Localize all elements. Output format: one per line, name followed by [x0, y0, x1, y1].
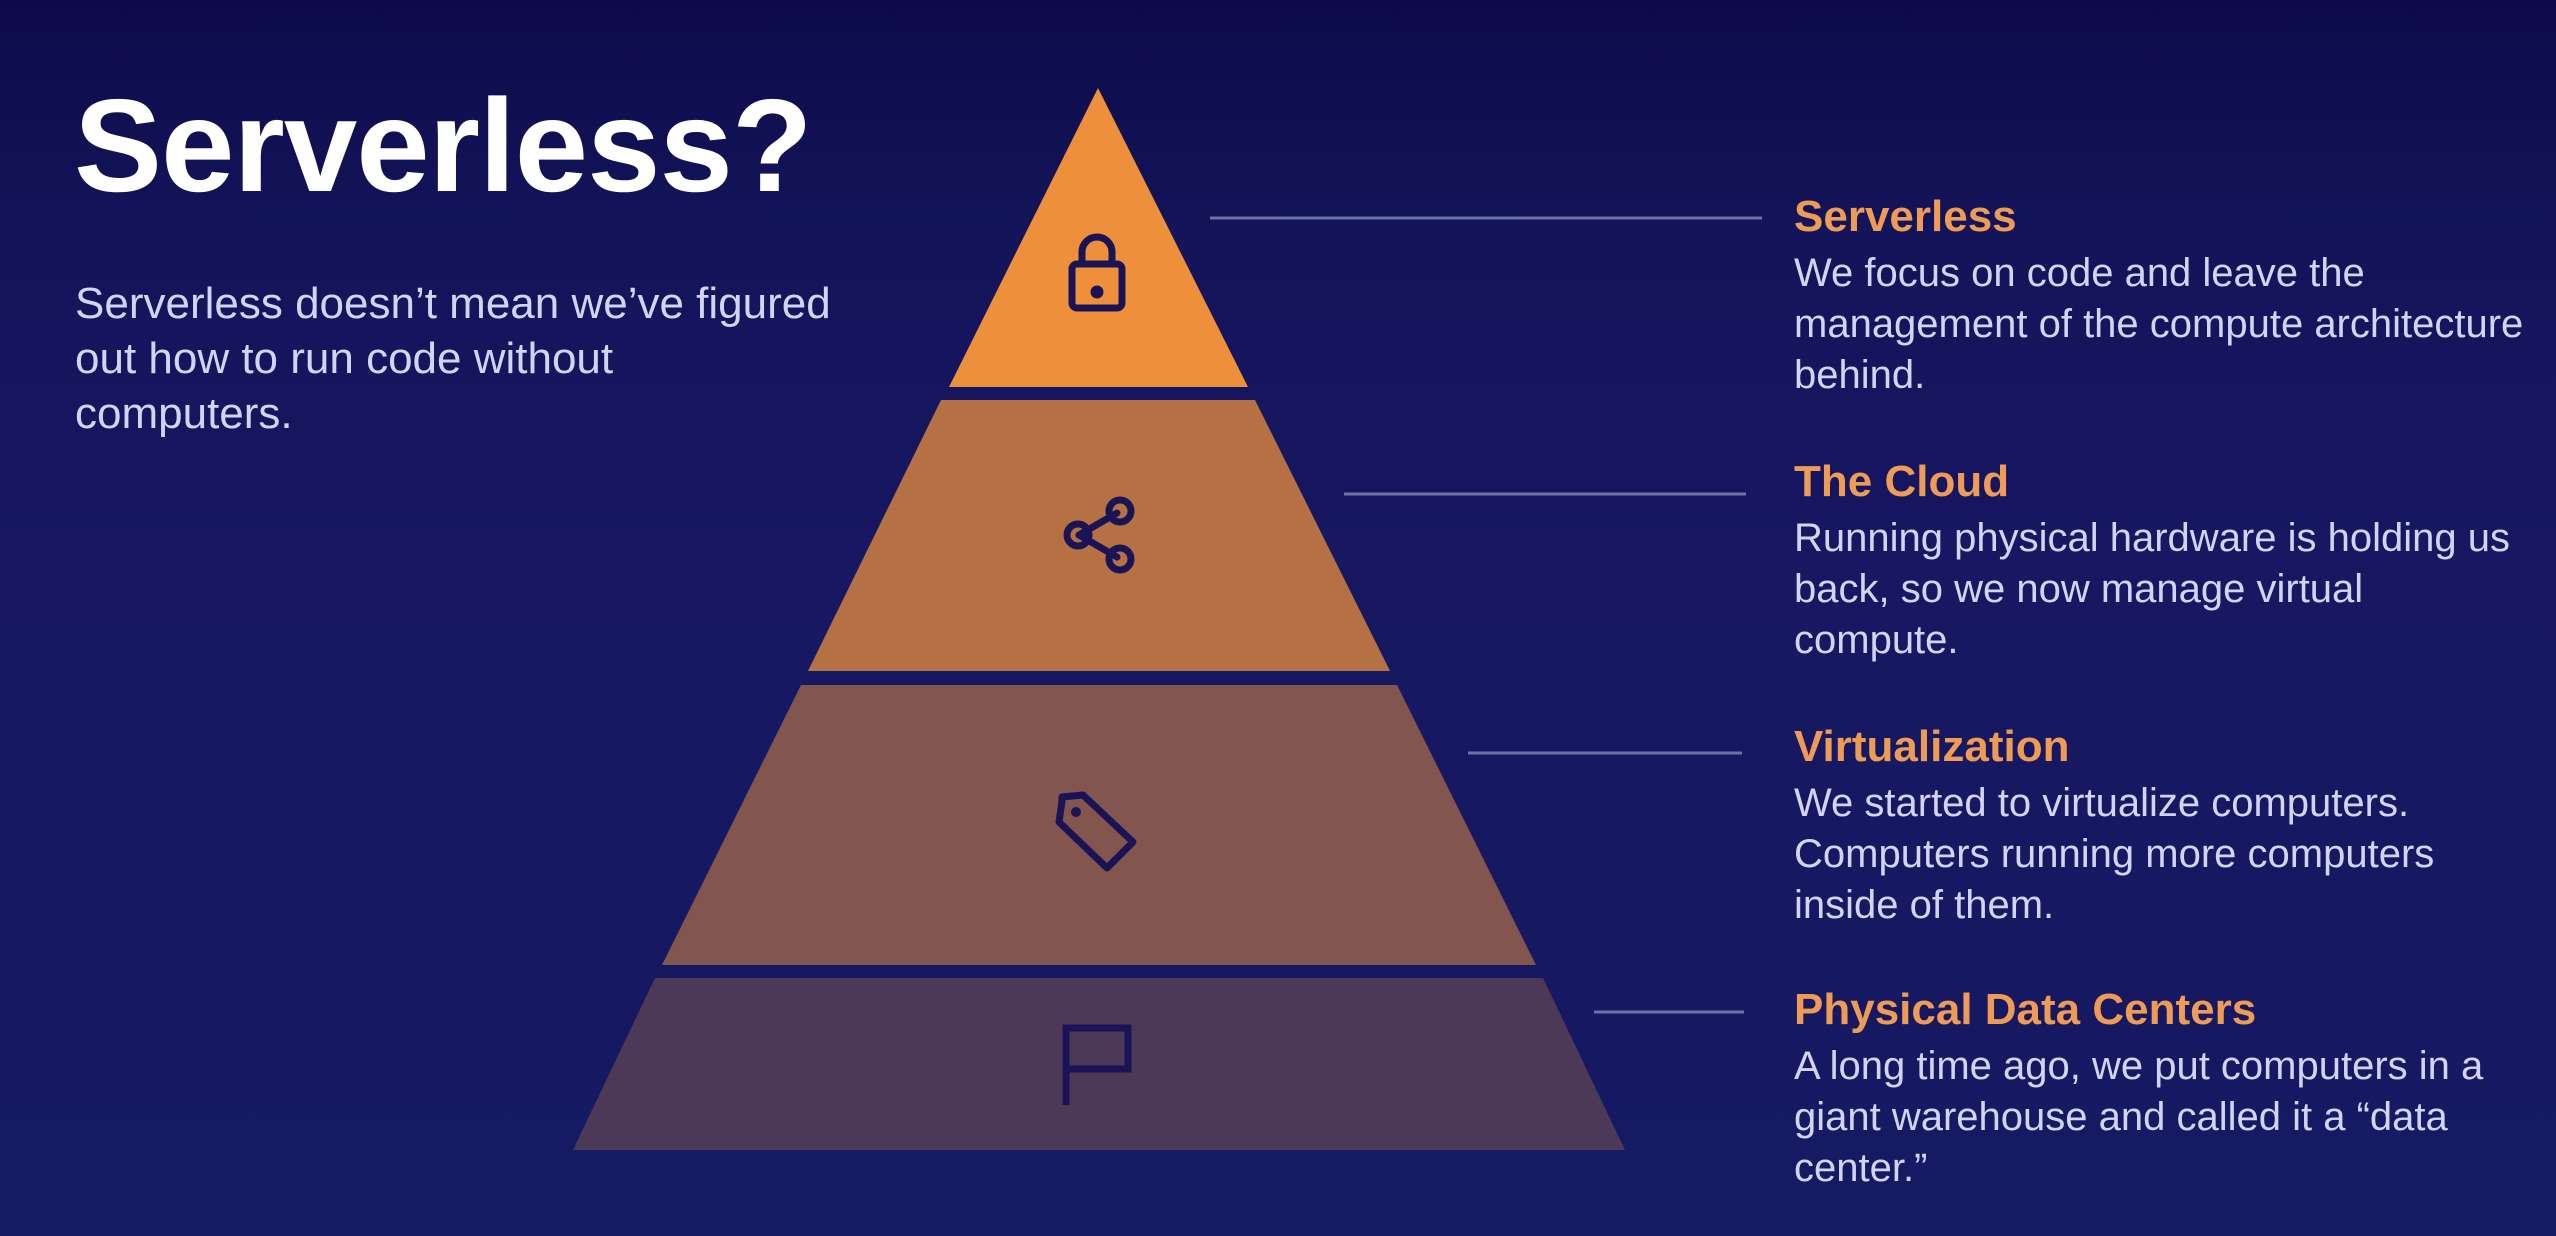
- tier-description: A long time ago, we put computers in a g…: [1794, 1044, 2484, 1190]
- tier-item-cloud: The Cloud Running physical hardware is h…: [1794, 455, 2534, 666]
- tier-description: Running physical hardware is holding us …: [1794, 516, 2510, 662]
- tier-title: The Cloud: [1794, 457, 2010, 506]
- tier-description: We focus on code and leave the managemen…: [1794, 251, 2524, 397]
- page-title: Serverless?: [74, 72, 813, 219]
- pyramid-tier-virtualization: [662, 685, 1536, 965]
- tier-title: Serverless: [1794, 192, 2017, 241]
- pyramid-tier-data-centers: [573, 978, 1625, 1150]
- tier-item-virtualization: Virtualization We started to virtualize …: [1794, 720, 2534, 931]
- tag-icon: [1055, 791, 1137, 872]
- lock-icon: [1068, 233, 1126, 312]
- flag-icon: [1062, 1024, 1132, 1105]
- share-icon: [1063, 496, 1135, 574]
- tier-item-data-centers: Physical Data Centers A long time ago, w…: [1794, 983, 2534, 1194]
- tier-item-serverless: Serverless We focus on code and leave th…: [1794, 190, 2534, 401]
- tier-description: We started to virtualize computers. Comp…: [1794, 781, 2435, 927]
- tier-title: Virtualization: [1794, 722, 2070, 771]
- pyramid-tier-cloud: [808, 400, 1390, 671]
- tier-title: Physical Data Centers: [1794, 985, 2257, 1034]
- page-subtitle: Serverless doesn’t mean we’ve figured ou…: [75, 279, 831, 438]
